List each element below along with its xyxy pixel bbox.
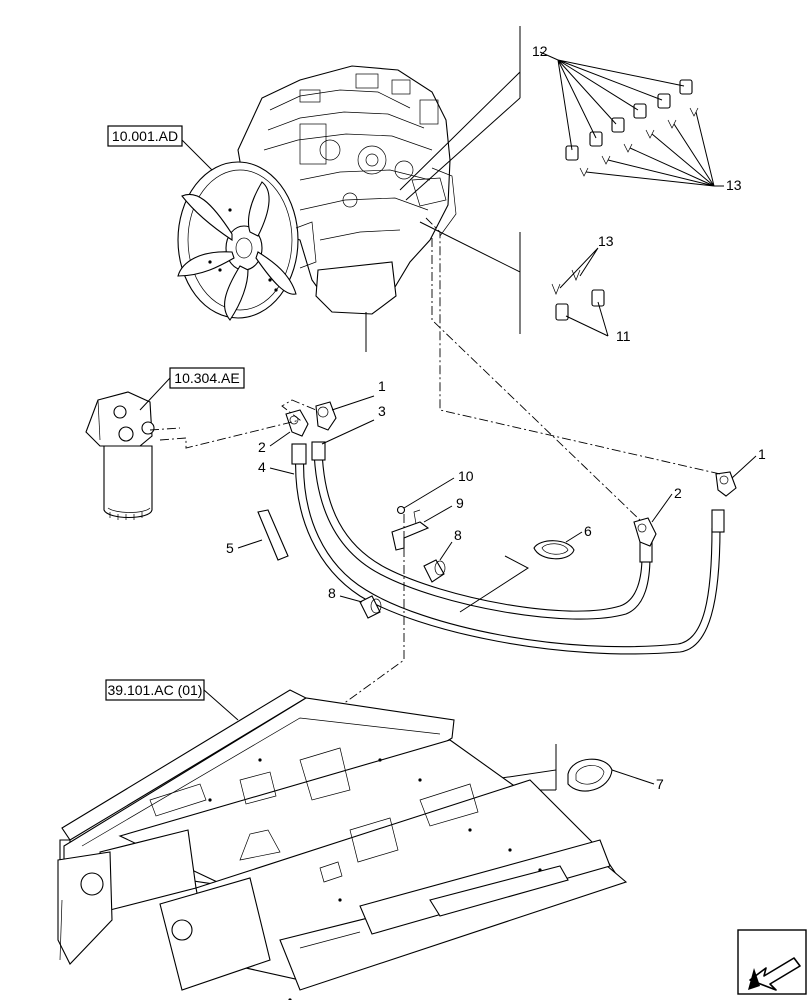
fuel-hoses [257,441,725,655]
callout-1b: 1 [758,446,766,462]
callout-3: 3 [378,403,386,419]
ref-engine-label: 10.001.AD [112,128,178,144]
ref-engine[interactable]: 10.001.AD [107,125,183,147]
callout-8a: 8 [454,527,462,543]
ref-filter-label: 10.304.AE [174,370,239,386]
callout-2: 2 [258,439,266,455]
ref-frame-label: 39.101.AC (01) [108,682,203,698]
ref-frame[interactable]: 39.101.AC (01) [105,679,205,701]
clip-and-sleeve-kit [539,51,724,337]
callout-5: 5 [226,540,234,556]
engine-assembly [177,65,457,352]
fuel-filter [85,391,155,520]
callout-4: 4 [258,459,266,475]
callout-1: 1 [378,378,386,394]
callout-11: 11 [616,328,631,344]
callout-2b: 2 [674,485,682,501]
callout-8b: 8 [328,585,336,601]
ref-filter[interactable]: 10.304.AE [169,367,245,389]
callout-9: 9 [456,495,464,511]
machine-frame [57,689,628,1000]
fittings [285,401,737,792]
bracket-lines [365,26,557,799]
callout-12: 12 [532,43,548,59]
callout-7: 7 [656,776,664,792]
connection-lines [149,217,721,776]
callout-labels: 1 2 3 4 5 6 7 8 8 9 10 11 12 13 13 1 2 [226,43,766,792]
callout-6: 6 [584,523,592,539]
callout-13a: 13 [726,177,742,193]
next-page-arrow-icon[interactable] [737,929,807,995]
callout-10: 10 [458,468,474,484]
callout-13b: 13 [598,233,614,249]
